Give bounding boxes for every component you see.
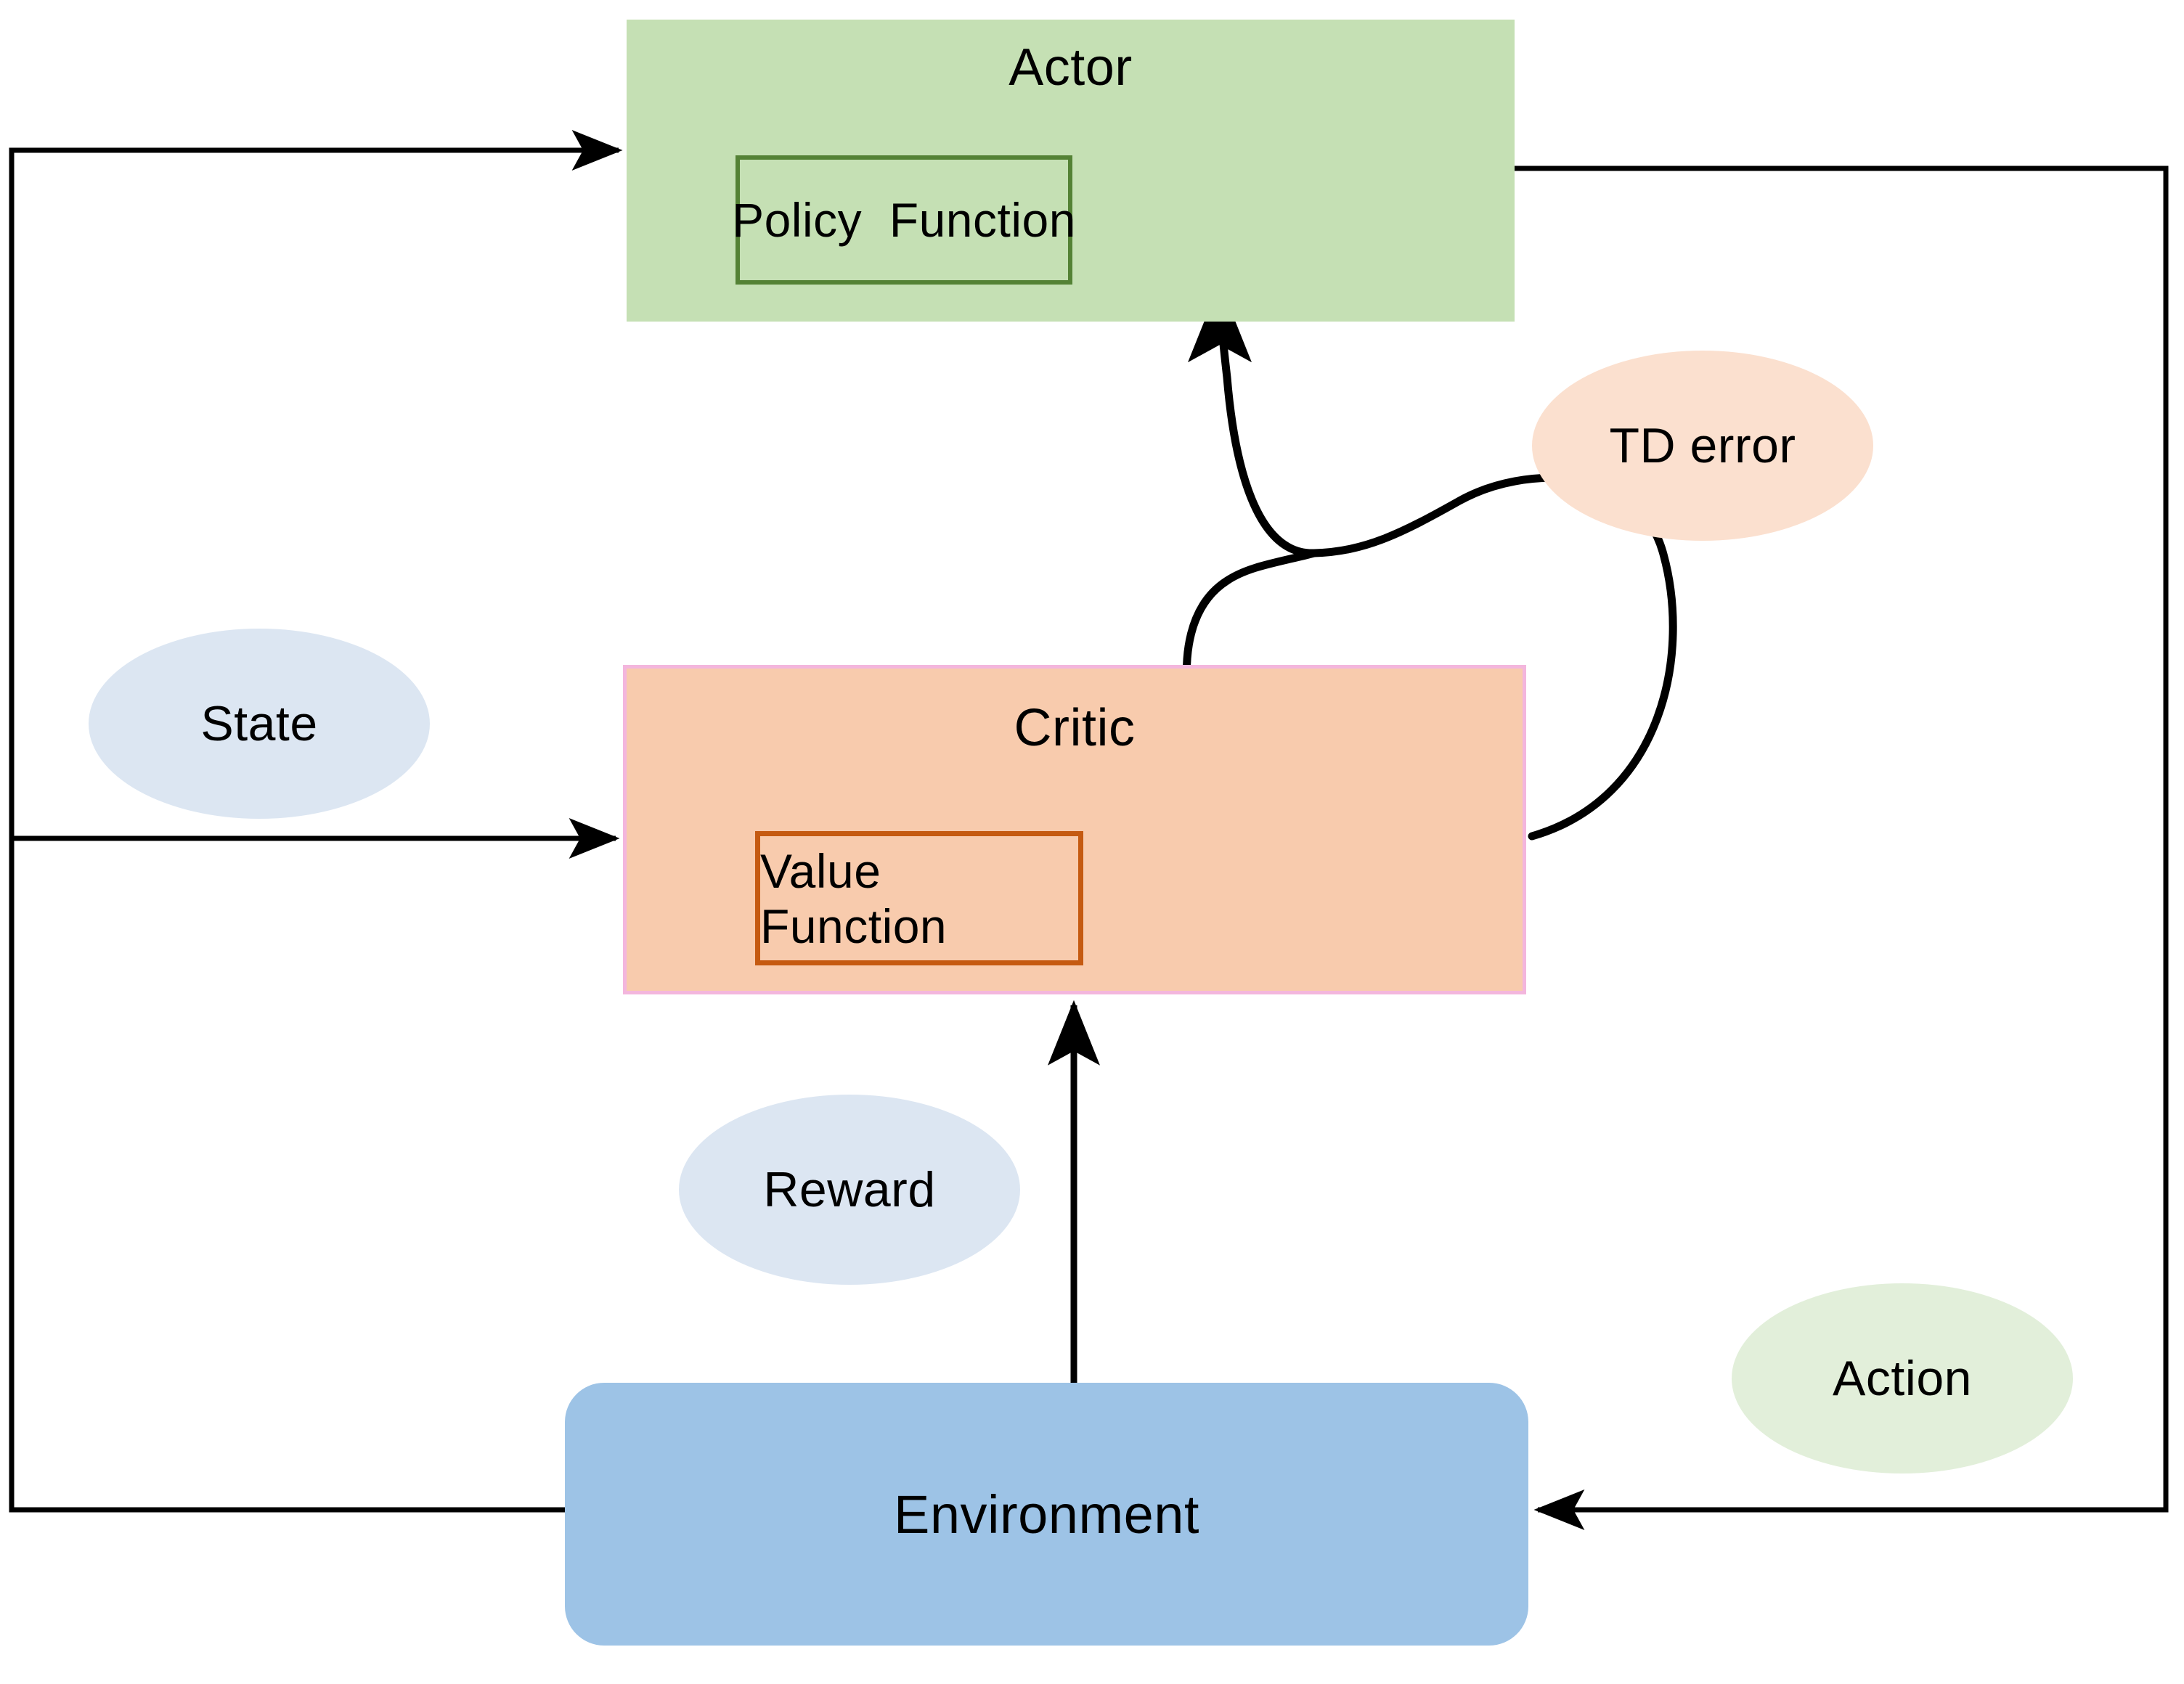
critic-title: Critic bbox=[1014, 699, 1136, 757]
action-label: Action bbox=[1833, 1351, 1972, 1406]
actor-title: Actor bbox=[1009, 38, 1133, 97]
td-error-label: TD error bbox=[1609, 418, 1796, 473]
state-label-ellipse: State bbox=[89, 629, 430, 819]
action-label-ellipse: Action bbox=[1732, 1283, 2073, 1474]
edge-state-to-actor bbox=[9, 130, 623, 1513]
td-error-label-ellipse: TD error bbox=[1532, 351, 1873, 541]
reward-label: Reward bbox=[763, 1162, 936, 1217]
value-function-box[interactable]: Value Function bbox=[755, 831, 1083, 965]
environment-box[interactable]: Environment bbox=[565, 1383, 1528, 1646]
state-label: State bbox=[200, 696, 318, 751]
environment-label: Environment bbox=[894, 1484, 1199, 1545]
policy-function-box[interactable]: Policy Function bbox=[732, 155, 1075, 285]
value-function-label: Value Function bbox=[760, 843, 948, 953]
policy-function-label: Policy Function bbox=[732, 193, 1076, 247]
reward-label-ellipse: Reward bbox=[679, 1095, 1020, 1285]
